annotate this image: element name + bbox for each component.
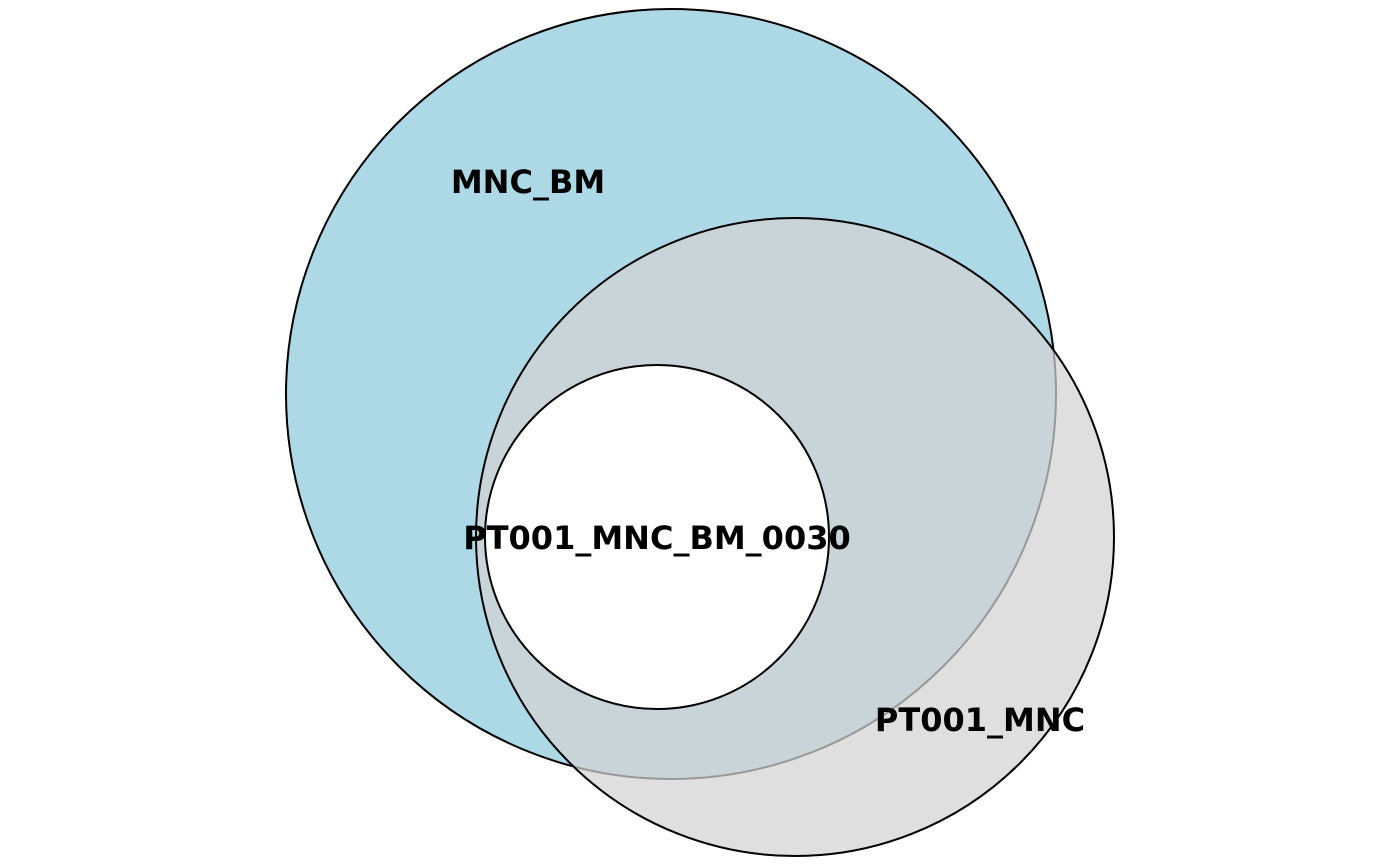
set-label-mnc-bm: MNC_BM [451,163,605,201]
set-label-pt001-mnc-bm-0030: PT001_MNC_BM_0030 [463,519,850,557]
set-circle-pt001-mnc-bm-0030 [484,364,830,710]
set-label-pt001-mnc: PT001_MNC [875,701,1085,739]
